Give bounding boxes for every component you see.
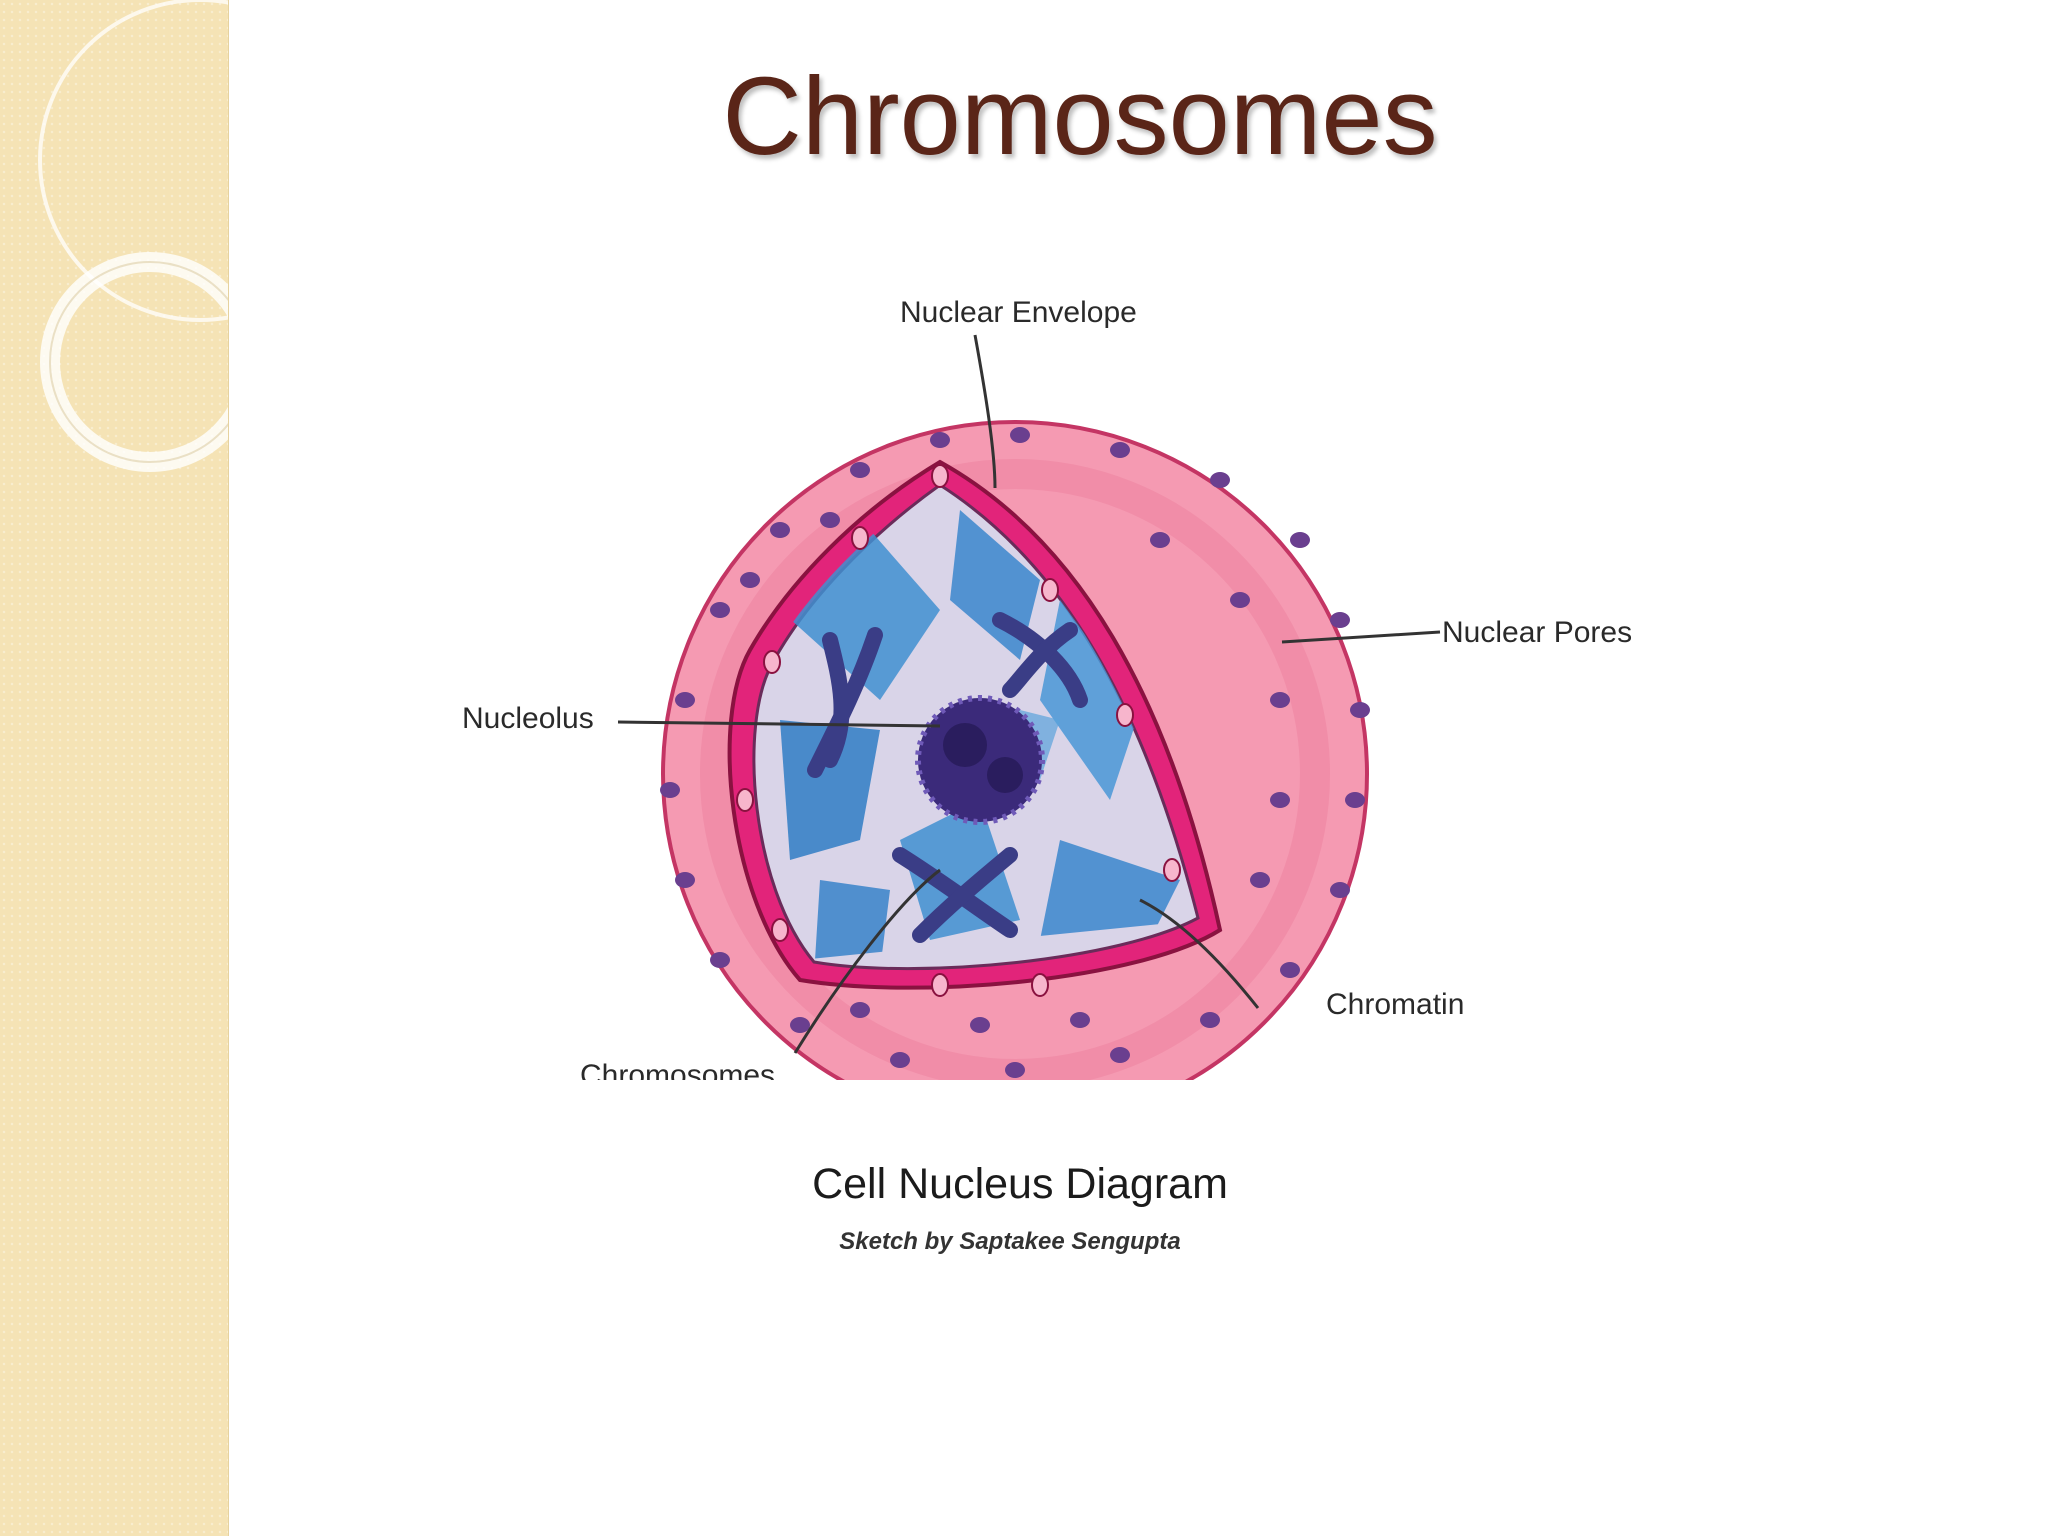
label-chromosomes: Chromosomes <box>580 1059 775 1080</box>
chromosome-x-1 <box>807 627 883 778</box>
nucleolus <box>915 695 1045 825</box>
outer-dots <box>660 427 1370 1078</box>
label-nuclear-envelope: Nuclear Envelope <box>900 296 1137 329</box>
envelope-pores <box>736 464 1181 997</box>
diagram-credit: Sketch by Saptakee Sengupta <box>839 1228 1181 1255</box>
diagram-caption: Cell Nucleus Diagram <box>812 1160 1228 1208</box>
leader-lines <box>617 334 1441 1054</box>
label-nuclear-pores: Nuclear Pores <box>1442 616 1632 649</box>
decorative-circles <box>38 0 228 472</box>
chromosome-x-2 <box>992 612 1088 708</box>
chromosome-x-3 <box>892 847 1018 943</box>
cell-nucleus-diagram: Nuclear Envelope Nuclear Pores Nucleolus… <box>462 296 1632 1080</box>
label-nucleolus: Nucleolus <box>462 702 594 735</box>
decorative-sidebar <box>0 0 229 1536</box>
label-chromatin: Chromatin <box>1326 988 1464 1021</box>
slide-title: Chromosomes <box>722 55 1438 178</box>
